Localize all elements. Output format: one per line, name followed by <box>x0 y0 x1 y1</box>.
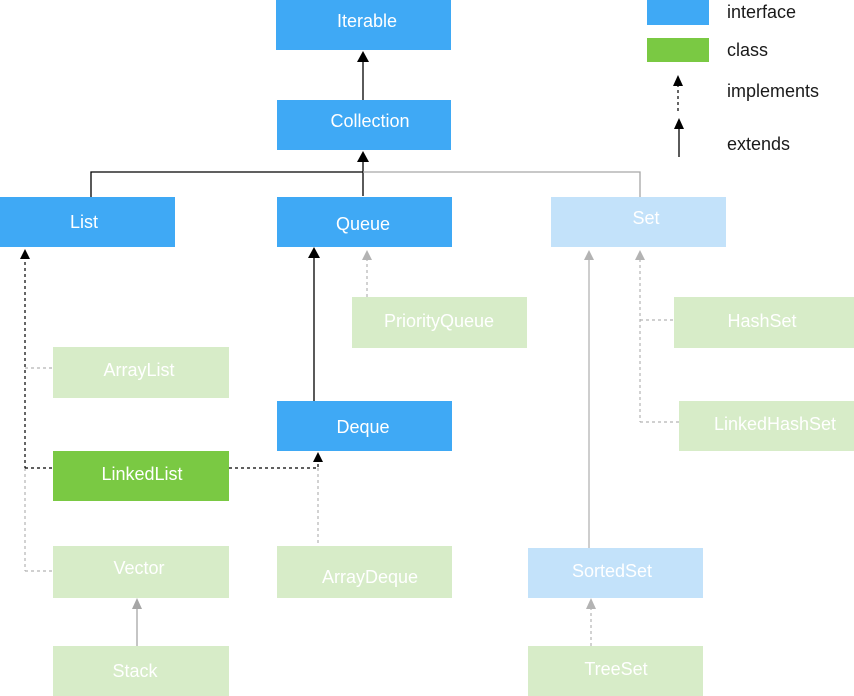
node-deque: Deque <box>277 401 452 451</box>
node-label: Deque <box>336 417 389 437</box>
node-label: LinkedHashSet <box>714 414 836 434</box>
node-label: Set <box>632 208 659 228</box>
node-hashset: HashSet <box>674 297 854 348</box>
node-priorityqueue: PriorityQueue <box>352 297 527 348</box>
node-queue: Queue <box>277 197 452 247</box>
legend-implements-label: implements <box>727 81 819 101</box>
arrowhead-vector <box>132 598 142 609</box>
node-linkedlist: LinkedList <box>53 451 229 501</box>
node-sortedset: SortedSet <box>528 548 703 598</box>
legend-implements-arrowhead-icon <box>673 75 683 86</box>
node-label: Iterable <box>337 11 397 31</box>
edge-linkedlist-implements-deque <box>229 461 319 469</box>
legend-interface-label: interface <box>727 2 796 22</box>
node-label: PriorityQueue <box>384 311 494 331</box>
node-iterable: Iterable <box>276 0 451 50</box>
node-label: Stack <box>112 661 158 681</box>
arrowhead-queue-faded <box>362 250 372 260</box>
legend-extends-arrowhead-icon <box>674 118 684 129</box>
node-linkedhashset: LinkedHashSet <box>679 401 854 451</box>
legend: interface class implements extends <box>647 0 819 157</box>
node-arraylist: ArrayList <box>53 347 229 398</box>
node-arraydeque: ArrayDeque <box>277 546 452 598</box>
arrowhead-deque <box>313 452 323 462</box>
node-collection: Collection <box>277 100 451 150</box>
node-label: Queue <box>336 214 390 234</box>
node-vector: Vector <box>53 546 229 598</box>
node-label: SortedSet <box>572 561 652 581</box>
legend-extends-label: extends <box>727 134 790 154</box>
arrowhead-collection <box>357 151 369 162</box>
node-stack: Stack <box>53 646 229 696</box>
node-label: ArrayList <box>103 360 174 380</box>
arrowhead-set-right <box>635 250 645 260</box>
node-label: HashSet <box>727 311 796 331</box>
edge-list-extends-collection <box>90 171 363 197</box>
legend-interface-swatch <box>647 0 709 25</box>
arrowhead-queue <box>308 247 320 258</box>
arrowhead-list <box>20 249 30 259</box>
arrowhead-sortedset <box>586 598 596 609</box>
node-treeset: TreeSet <box>528 646 703 696</box>
node-label: ArrayDeque <box>322 567 418 587</box>
node-label: Collection <box>330 111 409 131</box>
node-label: Vector <box>113 558 164 578</box>
node-label: List <box>70 212 98 232</box>
legend-class-label: class <box>727 40 768 60</box>
connectors <box>20 51 679 646</box>
edge-set-extends-collection <box>363 171 641 197</box>
node-label: TreeSet <box>584 659 647 679</box>
node-label: LinkedList <box>101 464 182 484</box>
node-set: Set <box>551 197 726 247</box>
node-list: List <box>0 197 175 247</box>
arrowhead-iterable <box>357 51 369 62</box>
arrowhead-set-left <box>584 250 594 260</box>
legend-class-swatch <box>647 38 709 62</box>
